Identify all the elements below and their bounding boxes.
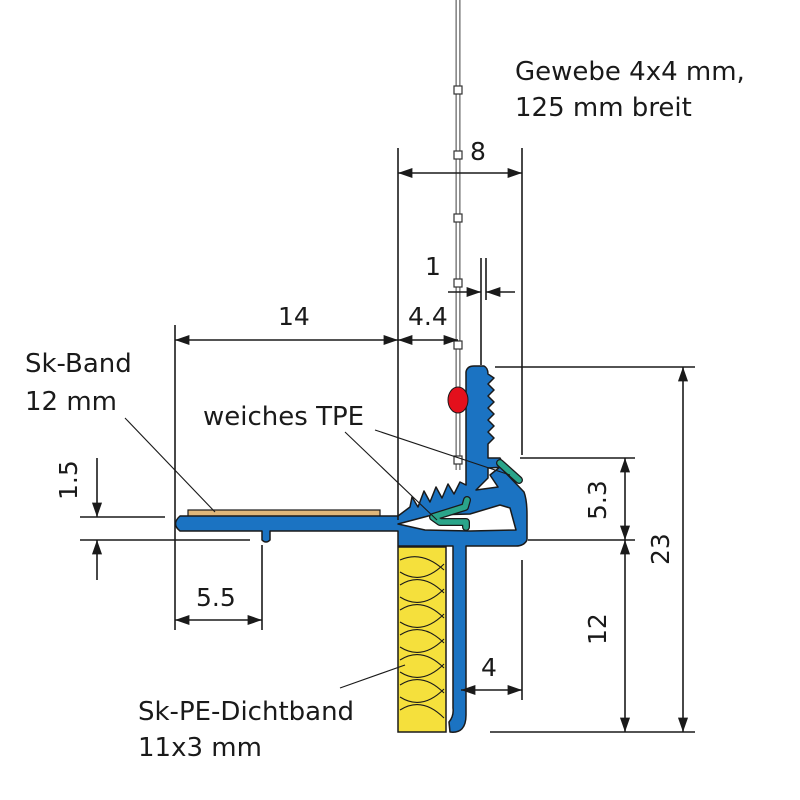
seal-label-1: Sk-PE-Dichtband [138, 697, 354, 727]
leader-lines [124, 417, 511, 689]
dim-1-5: 1.5 [54, 460, 83, 500]
tape-label-1: Sk-Band [25, 349, 132, 379]
dim-4-4: 4.4 [408, 302, 448, 331]
extension-lines [80, 148, 695, 733]
sealing-tape-insulation [397, 546, 447, 733]
dimension-arrows [91, 167, 689, 732]
profile-body [174, 365, 528, 733]
red-bead [447, 386, 469, 414]
mesh-label-1: Gewebe 4x4 mm, [515, 57, 745, 87]
mesh-label-2: 125 mm breit [515, 93, 692, 123]
dim-14: 14 [278, 302, 310, 331]
tape-label-2: 12 mm [25, 387, 117, 417]
dim-12: 12 [583, 613, 612, 645]
dim-1: 1 [425, 252, 441, 281]
tpe-label: weiches TPE [203, 402, 364, 432]
dim-5-5: 5.5 [196, 583, 236, 612]
dim-5-3: 5.3 [583, 480, 612, 520]
dim-23: 23 [646, 533, 675, 565]
dim-8: 8 [470, 137, 486, 166]
dim-4: 4 [481, 653, 497, 682]
seal-label-2: 11x3 mm [138, 733, 262, 763]
